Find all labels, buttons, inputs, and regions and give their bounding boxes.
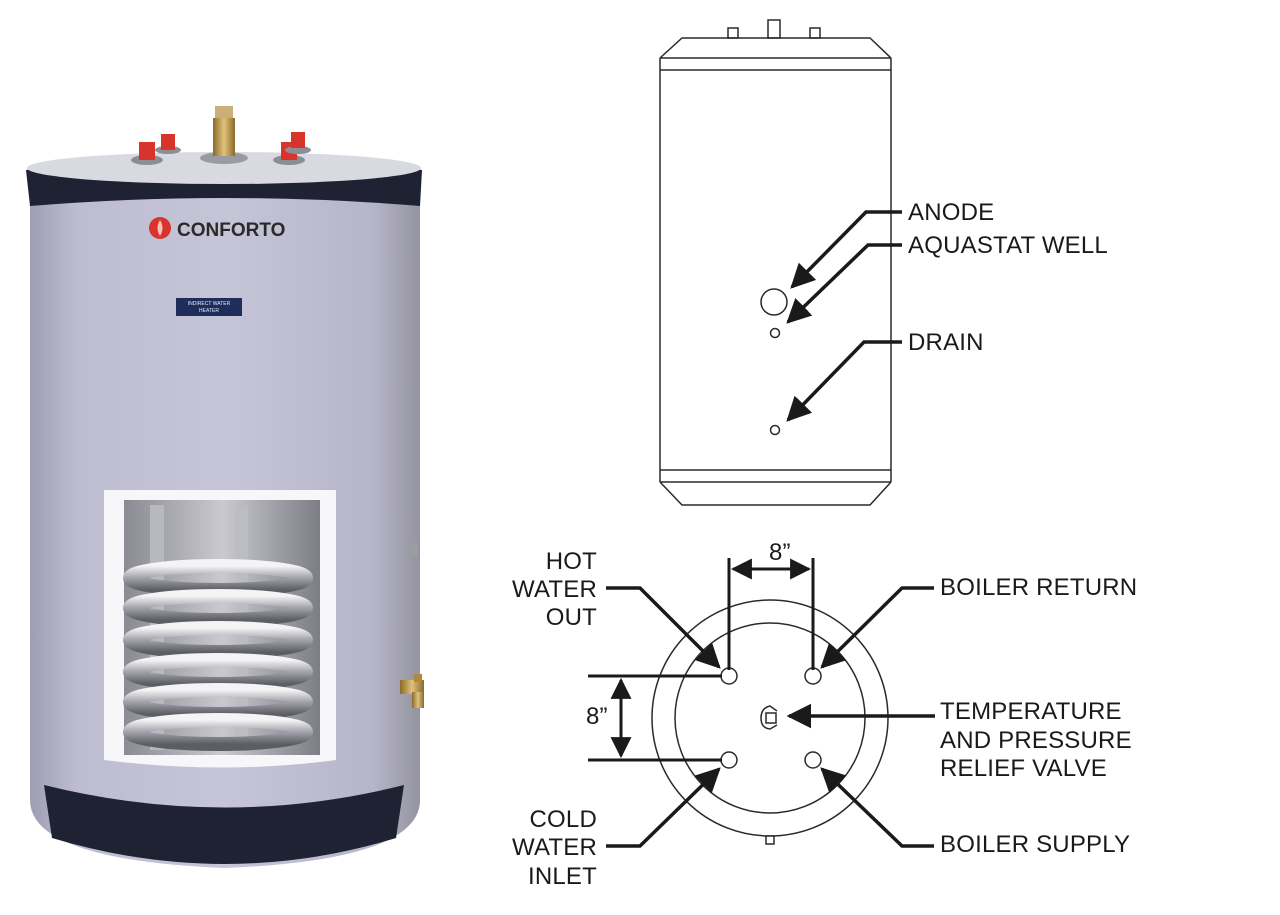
cold-water-inlet-port	[720, 751, 738, 769]
dimension-vertical-label: 8”	[586, 703, 608, 730]
svg-text:COLD: COLD	[530, 806, 597, 833]
svg-text:HOT: HOT	[546, 548, 597, 575]
fitting-cap-icon	[291, 132, 305, 148]
badge-line2: HEATER	[199, 308, 219, 314]
label-boiler-supply: BOILER SUPPLY	[940, 831, 1130, 858]
label-aquastat-well: AQUASTAT WELL	[908, 232, 1108, 259]
anode-port	[760, 288, 788, 316]
side-elevation	[659, 19, 892, 506]
tank-lid	[27, 152, 421, 184]
svg-text:OUT: OUT	[546, 604, 597, 631]
top-fittings	[131, 106, 311, 165]
svg-text:AND PRESSURE: AND PRESSURE	[940, 727, 1132, 754]
drain-port	[769, 424, 781, 436]
svg-text:INLET: INLET	[528, 863, 597, 890]
badge-line1: INDIRECT WATER	[188, 301, 231, 307]
side-leaders	[786, 210, 902, 422]
tank-photo: CONFORTO INDIRECT WATER HEATER	[26, 106, 424, 868]
coil-turn	[123, 621, 313, 659]
heat-exchanger-coil	[123, 559, 313, 751]
hot-water-out-port	[720, 667, 738, 685]
fitting-cap-icon	[161, 134, 175, 150]
top-leaders	[606, 586, 935, 848]
svg-text:WATER: WATER	[512, 834, 597, 861]
dimension-lines	[588, 558, 815, 762]
label-drain: DRAIN	[908, 329, 984, 356]
tank-bottom-band	[44, 785, 404, 864]
boiler-supply-port	[804, 751, 822, 769]
brand-name: CONFORTO	[177, 220, 285, 241]
svg-text:RELIEF VALVE: RELIEF VALVE	[940, 755, 1107, 782]
boiler-return-port	[804, 667, 822, 685]
coil-turn	[123, 589, 313, 627]
svg-text:WATER: WATER	[512, 576, 597, 603]
drain-valve-icon	[400, 674, 424, 708]
label-relief-valve: TEMPERATURE AND PRESSURE RELIEF VALVE	[940, 698, 1132, 782]
brand-logo: CONFORTO	[149, 217, 285, 241]
side-port-icon	[408, 543, 418, 557]
product-badge: INDIRECT WATER HEATER	[176, 298, 242, 316]
coil-turn	[123, 713, 313, 751]
label-anode: ANODE	[908, 199, 994, 226]
label-cold-water-inlet: COLD WATER INLET	[512, 806, 597, 890]
dimension-horizontal-label: 8”	[769, 539, 791, 566]
fitting-cap-icon	[139, 142, 155, 160]
cutaway-window	[104, 490, 336, 768]
label-boiler-return: BOILER RETURN	[940, 574, 1137, 601]
aquastat-port	[769, 327, 781, 339]
relief-valve-icon	[213, 118, 235, 156]
relief-valve-symbol	[760, 705, 778, 730]
label-hot-water-out: HOT WATER OUT	[512, 548, 597, 631]
svg-text:TEMPERATURE: TEMPERATURE	[940, 698, 1122, 725]
